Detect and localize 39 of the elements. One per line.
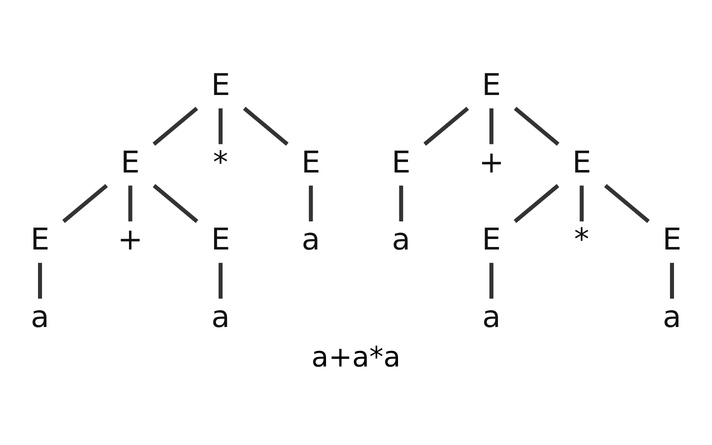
connector — [152, 184, 198, 222]
node-text: a — [392, 222, 410, 258]
connector — [152, 106, 198, 146]
connector — [423, 106, 469, 146]
connector — [128, 185, 132, 221]
connector — [604, 184, 650, 222]
node-text: a — [482, 299, 501, 334]
node-text: + — [118, 222, 143, 258]
node-text: E — [211, 68, 230, 103]
connector — [218, 262, 223, 298]
node-text: E — [482, 68, 501, 103]
connector — [38, 262, 42, 298]
caption: a+a*a — [311, 340, 401, 373]
connector — [243, 106, 289, 146]
node-text: E — [120, 144, 140, 180]
node-text: a — [211, 299, 230, 334]
connector — [489, 108, 494, 144]
node-text: * — [213, 144, 228, 180]
node-text: a — [662, 299, 682, 334]
connector — [580, 185, 584, 221]
node-text: a — [30, 299, 50, 334]
node-text: E — [211, 222, 230, 258]
node-text: a — [302, 222, 320, 258]
node-text: * — [574, 222, 590, 258]
connector — [514, 106, 560, 146]
node-text: E — [392, 144, 411, 180]
node-text: E — [572, 144, 592, 180]
connector — [489, 262, 494, 298]
node-text: E — [482, 222, 501, 258]
connector — [670, 262, 674, 298]
node-text: E — [662, 222, 682, 258]
node-text: E — [30, 222, 50, 258]
connector — [218, 108, 223, 144]
connector — [514, 184, 560, 222]
connector — [62, 184, 108, 222]
node-text: E — [301, 144, 320, 180]
node-text: + — [478, 144, 504, 180]
connector — [308, 185, 313, 221]
connector — [399, 185, 404, 221]
